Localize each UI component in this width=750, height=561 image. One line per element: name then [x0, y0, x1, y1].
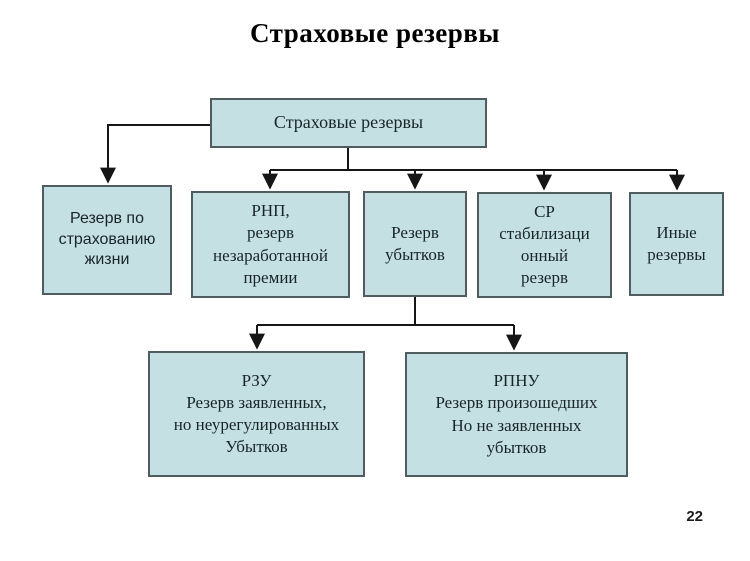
node-stabilization-reserve: СР стабилизаци онный резерв: [477, 192, 612, 298]
node-label: РПНУ Резерв произошедших Но не заявленны…: [435, 371, 598, 457]
page-number: 22: [686, 508, 703, 525]
node-unearned-premium-reserve: РНП, резерв незаработанной премии: [191, 191, 350, 298]
node-label: РНП, резерв незаработанной премии: [212, 201, 329, 287]
node-label: Иные резервы: [647, 222, 706, 264]
node-label: РЗУ Резерв заявленных, но неурегулирован…: [173, 370, 340, 457]
node-label: Резерв убытков: [385, 222, 445, 264]
node-label: СР стабилизаци онный резерв: [499, 201, 590, 288]
node-loss-reserve: Резерв убытков: [363, 191, 467, 297]
slide-title: Страховые резервы: [250, 18, 500, 48]
node-other-reserves: Иные резервы: [629, 192, 724, 296]
node-reported-unsettled-losses-reserve: РЗУ Резерв заявленных, но неурегулирован…: [148, 351, 365, 477]
node-insurance-reserves-root: Страховые резервы: [210, 98, 487, 148]
node-label: Резерв по страхованию жизни: [58, 209, 156, 269]
node-incurred-not-reported-losses-reserve: РПНУ Резерв произошедших Но не заявленны…: [405, 352, 628, 477]
node-life-insurance-reserve: Резерв по страхованию жизни: [42, 185, 172, 295]
node-label: Страховые резервы: [273, 112, 424, 133]
